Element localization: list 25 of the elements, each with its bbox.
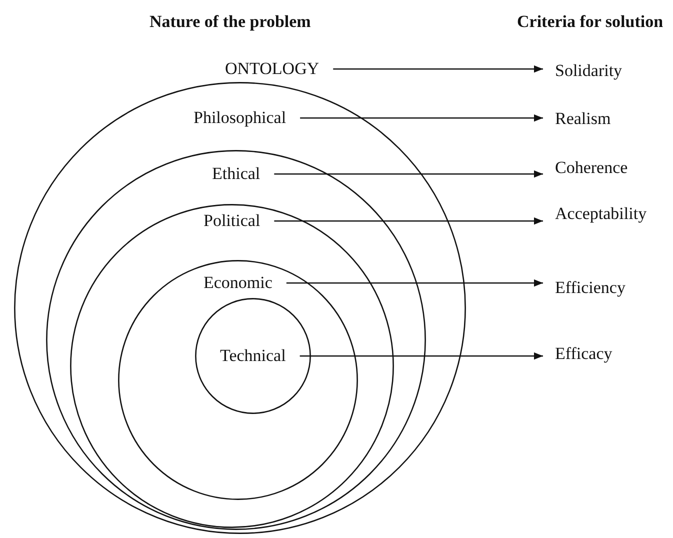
category-label: ONTOLOGY bbox=[225, 59, 320, 79]
arrow bbox=[286, 279, 543, 287]
circle-label: Philosophical bbox=[194, 108, 286, 128]
circle-label: Technical bbox=[220, 346, 286, 366]
arrow bbox=[300, 114, 543, 122]
criterion-label: Efficacy bbox=[555, 344, 612, 364]
criterion-label: Coherence bbox=[555, 158, 628, 178]
criterion-label: Solidarity bbox=[555, 61, 622, 81]
criterion-label: Efficiency bbox=[555, 278, 626, 298]
arrow bbox=[274, 170, 543, 178]
circle-label: Political bbox=[204, 211, 260, 231]
circle-label: Economic bbox=[204, 273, 272, 293]
circle-label: Ethical bbox=[212, 164, 260, 184]
circle bbox=[14, 82, 466, 534]
arrow bbox=[300, 352, 543, 360]
circle bbox=[70, 204, 394, 528]
column-heading: Nature of the problem bbox=[150, 12, 311, 32]
criterion-label: Realism bbox=[555, 109, 611, 129]
arrow bbox=[333, 65, 543, 73]
arrow bbox=[274, 217, 543, 225]
circle bbox=[195, 298, 311, 414]
circle bbox=[46, 150, 426, 530]
criterion-label: Acceptability bbox=[555, 204, 647, 224]
circle bbox=[118, 260, 358, 500]
column-heading: Criteria for solution bbox=[517, 12, 664, 32]
